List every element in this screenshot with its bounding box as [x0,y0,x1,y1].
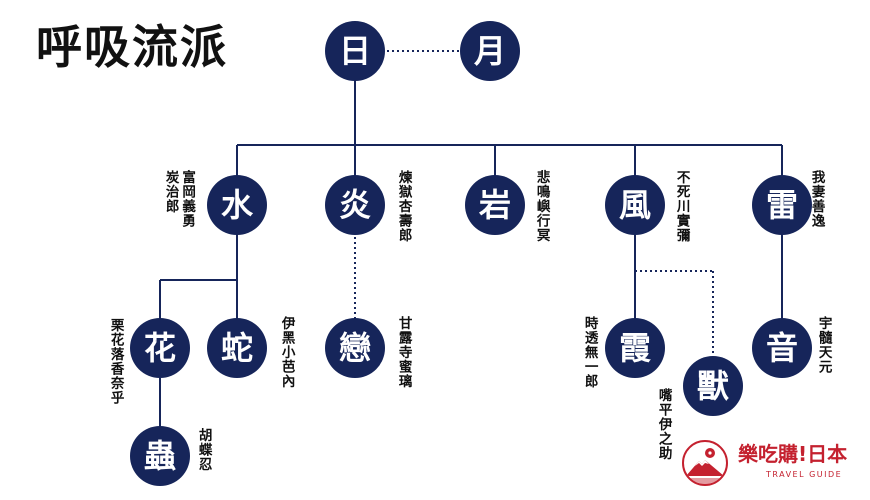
node-thunder: 雷 [752,175,812,235]
names-serpent: 伊黑小芭內 [278,316,295,389]
names-wind: 不死川實彌 [673,170,690,243]
name-tokito: 時透無一郎 [581,316,598,389]
node-wind: 風 [605,175,665,235]
node-moon: 月 [460,21,520,81]
node-love: 戀 [325,318,385,378]
node-flower: 花 [130,318,190,378]
names-stone: 悲鳴嶼行冥 [533,170,550,243]
names-water: 富岡義勇 炭治郎 [162,170,196,228]
node-water: 水 [207,175,267,235]
brand-tagline: TRAVEL GUIDE [766,470,843,479]
node-mist: 霞 [605,318,665,378]
name-tomioka: 富岡義勇 [179,170,196,228]
name-kocho: 胡蝶忍 [195,428,212,472]
diagram-title: 呼吸流派 [36,20,228,74]
name-inosuke: 嘴平伊之助 [655,388,672,461]
name-kanroji: 甘露寺蜜璃 [395,316,412,389]
name-kanao: 栗花落香奈乎 [107,318,124,405]
names-flower: 栗花落香奈乎 [107,318,124,405]
names-insect: 胡蝶忍 [195,428,212,472]
name-shinazugawa: 不死川實彌 [673,170,690,243]
node-flame: 炎 [325,175,385,235]
name-uzui: 宇髓天元 [815,316,832,374]
name-rengoku: 煉獄杏壽郎 [395,170,412,243]
node-insect: 蟲 [130,426,190,486]
node-serpent: 蛇 [207,318,267,378]
name-iguro: 伊黑小芭內 [278,316,295,389]
names-love: 甘露寺蜜璃 [395,316,412,389]
node-sun: 日 [325,21,385,81]
name-agatsuma: 我妻善逸 [808,170,825,228]
names-flame: 煉獄杏壽郎 [395,170,412,243]
names-mist: 時透無一郎 [581,316,598,389]
names-beast: 嘴平伊之助 [655,388,672,461]
brand-name: 樂吃購!日本 [738,442,848,466]
brand-logo: 樂吃購!日本 TRAVEL GUIDE [682,438,862,490]
name-himejima: 悲鳴嶼行冥 [533,170,550,243]
names-thunder: 我妻善逸 [808,170,825,228]
node-stone: 岩 [465,175,525,235]
names-sound: 宇髓天元 [815,316,832,374]
name-tanjiro: 炭治郎 [162,170,179,214]
node-sound: 音 [752,318,812,378]
node-beast: 獸 [683,356,743,416]
mount-fuji-sakura-icon [682,440,728,486]
